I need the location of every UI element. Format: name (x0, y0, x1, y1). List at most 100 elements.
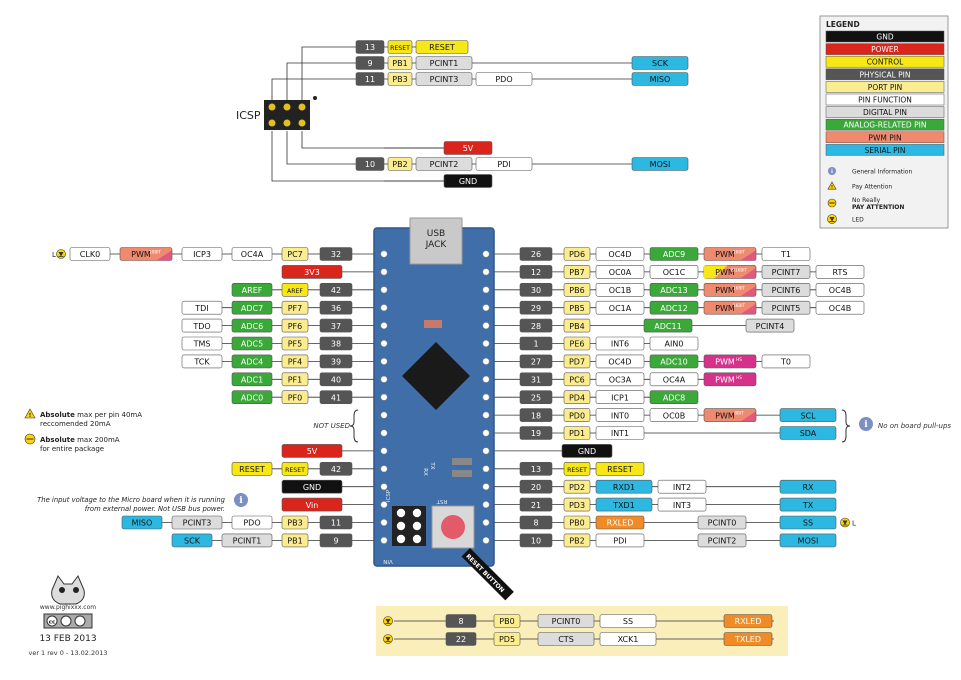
pin-label-text: SDA (800, 429, 817, 438)
pin-label-text: PDO (495, 75, 512, 84)
pin-label-text: OC4B (829, 304, 851, 313)
pin-label-box (319, 461, 353, 476)
board-pin (482, 357, 490, 365)
legend-label: SERIAL PIN (865, 146, 906, 155)
pin-label: TX (779, 497, 837, 512)
icsp-pin (412, 521, 422, 531)
pin-label-text: PDO (243, 519, 260, 528)
pin-label: PE6 (563, 336, 591, 351)
pin-label: RESET (595, 461, 645, 476)
pin-label: PB0 (493, 614, 521, 628)
pin-label-text: 9 (367, 59, 372, 68)
pin-label: 13 (519, 461, 553, 476)
usb-label-2: JACK (425, 240, 448, 250)
pin-label: 10 (355, 157, 385, 171)
pin-label: PB4 (563, 318, 591, 333)
pin-label-text: 22 (456, 635, 466, 644)
pullups-bracket (841, 409, 851, 443)
pin-label: PB1 (281, 533, 309, 548)
pin-label-text: 5V (463, 144, 474, 153)
pin-label: 25 (519, 390, 553, 405)
pin-label-text: PB3 (392, 75, 407, 84)
pin-label-box (387, 40, 413, 54)
pin-label: 9 (355, 56, 385, 70)
pin-label: Vin (281, 497, 343, 512)
board-pin (482, 250, 490, 258)
pin-label-text: INT3 (673, 501, 691, 510)
pin-label-text: PWM (131, 250, 151, 259)
pin-label-text: PD7 (569, 358, 585, 367)
pin-label: RESET (231, 461, 273, 476)
pin-label-text: PD1 (569, 429, 585, 438)
pin-label-text: 13 (365, 43, 375, 52)
pin-label: ADC7 (231, 300, 273, 315)
pin-label-box (779, 497, 837, 512)
pin-label-box (181, 247, 223, 261)
pin-label-box (657, 497, 707, 512)
legend-label: GND (876, 33, 893, 42)
wire (286, 131, 356, 165)
pin-label-box (595, 479, 653, 494)
pin-label-box (631, 157, 689, 171)
pin-label-box (443, 174, 493, 188)
legend-swatch (825, 118, 945, 131)
pin-label: INT1 (595, 426, 645, 440)
pin-label: 8 (519, 515, 553, 530)
pin-label-text: RX (802, 483, 814, 492)
pin-label: 1 (519, 336, 553, 351)
pin-label-box (563, 461, 591, 476)
pin-label-text: PB0 (569, 519, 584, 528)
legend-item: DIGITAL PIN (825, 106, 945, 118)
pin-label-text: MISO (132, 519, 153, 528)
pin-label-box (181, 318, 223, 333)
pin-label-box (355, 40, 385, 54)
pin-label-box (281, 354, 309, 369)
pin-label-text: ADC12 (660, 304, 687, 313)
board-pin (482, 340, 490, 347)
pin-label-box (595, 372, 645, 387)
pin-label-text: PCINT1 (430, 59, 459, 68)
pin-label-box (519, 265, 553, 279)
wire (301, 131, 444, 149)
pin-label-text: PB7 (569, 268, 584, 277)
abs1-bold: Absolute (40, 411, 75, 419)
pin-label: 18 (519, 408, 553, 422)
pin-label: ADC12 (649, 300, 699, 315)
pin-label-text: PB4 (569, 322, 584, 331)
reset-button[interactable] (441, 515, 465, 539)
pin-label: PCINT1 (221, 533, 273, 548)
pin-label: 3V3 (281, 265, 343, 279)
vin-note-2: from external power. Not USB bus power. (85, 505, 225, 513)
wire (271, 78, 356, 101)
pin-label-text: PB1 (287, 537, 302, 546)
pin-label-text: PC6 (569, 376, 585, 385)
pin-label-box (319, 282, 353, 297)
pin-label-box (595, 300, 645, 315)
pin-label-box (649, 390, 699, 405)
pin-label-text: 37 (331, 322, 341, 331)
notes: NOT USED No on board pull-ups Absolute m… (24, 408, 951, 513)
pin-label-text: 27 (531, 358, 541, 367)
footer: www.pighixxx.com 13 FEB 2013 ver 1 rev 0… (28, 575, 108, 657)
board-smd (424, 320, 442, 328)
pin-label: 27 (519, 354, 553, 369)
pin-label-text: OC4D (608, 358, 631, 367)
pin-label-box (563, 390, 591, 405)
pin-label: 37 (319, 318, 353, 333)
pin-label-text: PCINT4 (756, 322, 785, 331)
pin-label: ADC11 (643, 318, 693, 333)
legend-swatch (825, 68, 945, 81)
pin-label-text: 9 (333, 537, 338, 546)
pin-label-box (355, 56, 385, 70)
pin-label-text: 11 (331, 519, 341, 528)
board-pin (482, 501, 490, 509)
pin-label: 39 (319, 354, 353, 369)
pin-label-box (563, 354, 591, 369)
pin-label-box (415, 40, 469, 54)
pin-label-text: 36 (331, 304, 341, 313)
abs1-line2: reccomended 20mA (40, 420, 111, 428)
pin-label: PCINT2 (697, 533, 747, 548)
